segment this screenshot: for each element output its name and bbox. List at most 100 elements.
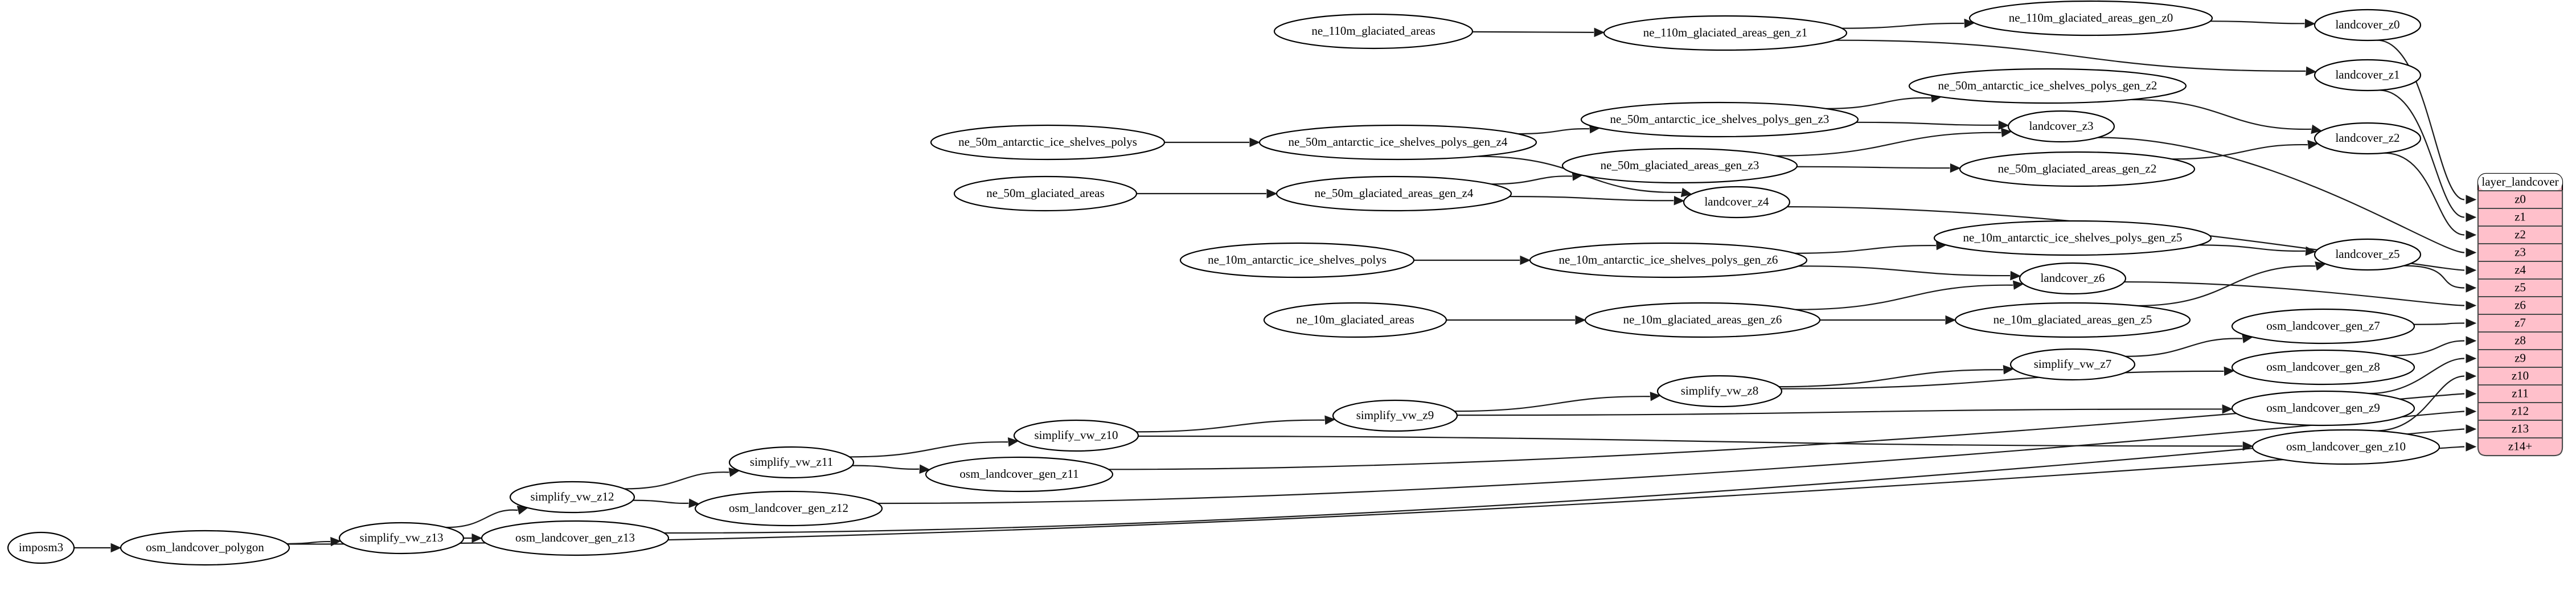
graph-node-ne_10m_antarctic_ice_shelves_polys_gen_z6[interactable]: ne_10m_antarctic_ice_shelves_polys_gen_z… xyxy=(1529,242,1808,278)
graph-edge xyxy=(2131,99,2312,130)
edge-arrowhead xyxy=(2003,364,2015,375)
table-row[interactable] xyxy=(2477,437,2563,456)
node-label: ne_50m_antarctic_ice_shelves_polys xyxy=(958,135,1137,149)
edge-arrowhead xyxy=(2224,366,2235,376)
graph-edge xyxy=(2172,144,2308,160)
graph-edge xyxy=(1509,195,1674,202)
node-label: osm_landcover_gen_z9 xyxy=(2266,401,2380,415)
graph-edge xyxy=(849,441,1008,458)
node-label: ne_50m_antarctic_ice_shelves_polys_gen_z… xyxy=(1289,135,1508,149)
graph-node-simplify_vw_z10[interactable]: simplify_vw_z10 xyxy=(1013,419,1139,452)
table-row-label: z12 xyxy=(2512,404,2529,417)
node-ellipse xyxy=(2231,390,2415,427)
edge-arrowhead xyxy=(1594,27,1605,38)
node-ellipse xyxy=(1580,101,1859,138)
edge-arrowhead xyxy=(2306,66,2317,76)
graph-node-ne_50m_glaciated_areas_gen_z4[interactable]: ne_50m_glaciated_areas_gen_z4 xyxy=(1275,175,1512,212)
graph-edge xyxy=(1787,206,2465,271)
graph-node-ne_50m_glaciated_areas[interactable]: ne_50m_glaciated_areas xyxy=(953,175,1138,212)
node-ellipse xyxy=(694,490,883,527)
node-label: ne_50m_glaciated_areas_gen_z2 xyxy=(1998,162,2157,175)
node-label: simplify_vw_z11 xyxy=(750,455,833,469)
graph-node-simplify_vw_z13[interactable]: simplify_vw_z13 xyxy=(338,522,465,555)
graph-node-osm_landcover_gen_z11[interactable]: osm_landcover_gen_z11 xyxy=(925,456,1114,493)
graph-edge xyxy=(2390,340,2465,356)
graph-node-ne_50m_antarctic_ice_shelves_polys_gen_z4[interactable]: ne_50m_antarctic_ice_shelves_polys_gen_z… xyxy=(1258,124,1537,161)
node-label: osm_landcover_gen_z13 xyxy=(515,531,635,544)
edge-arrowhead xyxy=(1680,187,1692,198)
node-ellipse xyxy=(1013,419,1139,452)
graph-node-osm_landcover_gen_z13[interactable]: osm_landcover_gen_z13 xyxy=(481,520,670,556)
table-row-label: z13 xyxy=(2512,421,2529,435)
graph-node-landcover_z5[interactable]: landcover_z5 xyxy=(2314,238,2422,271)
graph-node-simplify_vw_z7[interactable]: simplify_vw_z7 xyxy=(2009,348,2136,381)
edge-arrowhead xyxy=(1520,255,1531,265)
graph-edge xyxy=(1136,419,1325,433)
edge-arrowhead xyxy=(1324,415,1336,425)
graph-node-ne_50m_antarctic_ice_shelves_polys_gen_z3[interactable]: ne_50m_antarctic_ice_shelves_polys_gen_z… xyxy=(1580,101,1859,138)
graph-node-simplify_vw_z9[interactable]: simplify_vw_z9 xyxy=(1332,399,1458,432)
graph-node-landcover_z1[interactable]: landcover_z1 xyxy=(2314,59,2422,92)
node-label: ne_50m_antarctic_ice_shelves_polys_gen_z… xyxy=(1938,79,2157,92)
graph-node-osm_landcover_gen_z12[interactable]: osm_landcover_gen_z12 xyxy=(694,490,883,527)
graph-node-imposm3[interactable]: imposm3 xyxy=(7,531,75,564)
node-ellipse xyxy=(1933,220,2212,256)
graph-node-osm_landcover_gen_z8[interactable]: osm_landcover_gen_z8 xyxy=(2231,349,2415,386)
edge-arrowhead xyxy=(1964,18,1975,28)
graph-node-ne_10m_antarctic_ice_shelves_polys_gen_z5[interactable]: ne_10m_antarctic_ice_shelves_polys_gen_z… xyxy=(1933,220,2212,256)
graph-node-ne_50m_glaciated_areas_gen_z3[interactable]: ne_50m_glaciated_areas_gen_z3 xyxy=(1561,147,1798,184)
node-label: simplify_vw_z7 xyxy=(2034,357,2112,371)
node-ellipse xyxy=(1954,302,2191,338)
node-label: osm_landcover_gen_z8 xyxy=(2266,360,2380,374)
node-ellipse xyxy=(2009,348,2136,381)
node-ellipse xyxy=(1908,68,2187,104)
table-row-label: z14+ xyxy=(2508,439,2532,453)
graph-node-simplify_vw_z12[interactable]: simplify_vw_z12 xyxy=(509,481,635,514)
graph-node-landcover_z3[interactable]: landcover_z3 xyxy=(2007,110,2115,143)
node-ellipse xyxy=(925,456,1114,493)
graph-node-landcover_z4[interactable]: landcover_z4 xyxy=(1683,186,1791,219)
node-label: ne_50m_glaciated_areas xyxy=(986,186,1105,200)
graph-node-osm_landcover_gen_z10[interactable]: osm_landcover_gen_z10 xyxy=(2251,429,2440,465)
edge-arrowhead xyxy=(330,536,342,547)
graph-node-landcover_z0[interactable]: landcover_z0 xyxy=(2314,9,2422,42)
node-ellipse xyxy=(1529,242,1808,278)
graph-edge xyxy=(624,471,729,490)
graph-edge xyxy=(1835,39,2306,72)
graph-node-osm_landcover_gen_z9[interactable]: osm_landcover_gen_z9 xyxy=(2231,390,2415,427)
graph-node-simplify_vw_z8[interactable]: simplify_vw_z8 xyxy=(1656,375,1783,408)
graph-node-ne_50m_antarctic_ice_shelves_polys_gen_z2[interactable]: ne_50m_antarctic_ice_shelves_polys_gen_z… xyxy=(1908,68,2187,104)
edge-arrowhead xyxy=(919,464,930,474)
node-label: osm_landcover_gen_z7 xyxy=(2266,319,2380,333)
edge-arrowhead xyxy=(1249,137,1261,147)
graph-node-osm_landcover_polygon[interactable]: osm_landcover_polygon xyxy=(120,530,290,566)
graph-node-landcover_z6[interactable]: landcover_z6 xyxy=(2019,262,2127,295)
graph-edge xyxy=(1796,166,1950,169)
node-label: osm_landcover_gen_z10 xyxy=(2286,440,2406,453)
graph-node-ne_110m_glaciated_areas_gen_z1[interactable]: ne_110m_glaciated_areas_gen_z1 xyxy=(1603,15,1848,51)
graph-node-landcover_z2[interactable]: landcover_z2 xyxy=(2314,122,2422,155)
graph-node-ne_10m_glaciated_areas_gen_z5[interactable]: ne_10m_glaciated_areas_gen_z5 xyxy=(1954,302,2191,338)
graph-node-ne_10m_glaciated_areas[interactable]: ne_10m_glaciated_areas xyxy=(1263,302,1447,338)
table-layer-landcover: layer_landcoverz0z1z2z3z4z5z6z7z8z9z10z1… xyxy=(2477,173,2563,457)
node-label: ne_50m_glaciated_areas_gen_z3 xyxy=(1601,158,1759,172)
table-row-label: z7 xyxy=(2515,315,2526,329)
node-label: landcover_z3 xyxy=(2029,119,2093,133)
table-row-label: z9 xyxy=(2515,351,2526,364)
node-ellipse xyxy=(930,124,1166,161)
node-ellipse xyxy=(1275,175,1512,212)
graph-node-simplify_vw_z11[interactable]: simplify_vw_z11 xyxy=(728,446,855,479)
node-ellipse xyxy=(481,520,670,556)
node-ellipse xyxy=(2019,262,2127,295)
graph-node-ne_110m_glaciated_areas_gen_z0[interactable]: ne_110m_glaciated_areas_gen_z0 xyxy=(1968,0,2213,36)
edge-arrowhead xyxy=(2242,441,2254,451)
graph-node-osm_landcover_gen_z7[interactable]: osm_landcover_gen_z7 xyxy=(2231,308,2415,345)
graph-node-ne_10m_antarctic_ice_shelves_polys[interactable]: ne_10m_antarctic_ice_shelves_polys xyxy=(1179,242,1415,278)
graph-node-ne_10m_glaciated_areas_gen_z6[interactable]: ne_10m_glaciated_areas_gen_z6 xyxy=(1584,302,1821,338)
edge-arrowhead xyxy=(2010,270,2021,281)
edge-arrowhead xyxy=(688,498,700,509)
graph-node-ne_50m_glaciated_areas_gen_z2[interactable]: ne_50m_glaciated_areas_gen_z2 xyxy=(1959,151,2196,187)
graph-edge xyxy=(1841,22,1964,29)
graph-node-ne_110m_glaciated_areas[interactable]: ne_110m_glaciated_areas xyxy=(1273,13,1474,50)
graph-node-ne_50m_antarctic_ice_shelves_polys[interactable]: ne_50m_antarctic_ice_shelves_polys xyxy=(930,124,1166,161)
